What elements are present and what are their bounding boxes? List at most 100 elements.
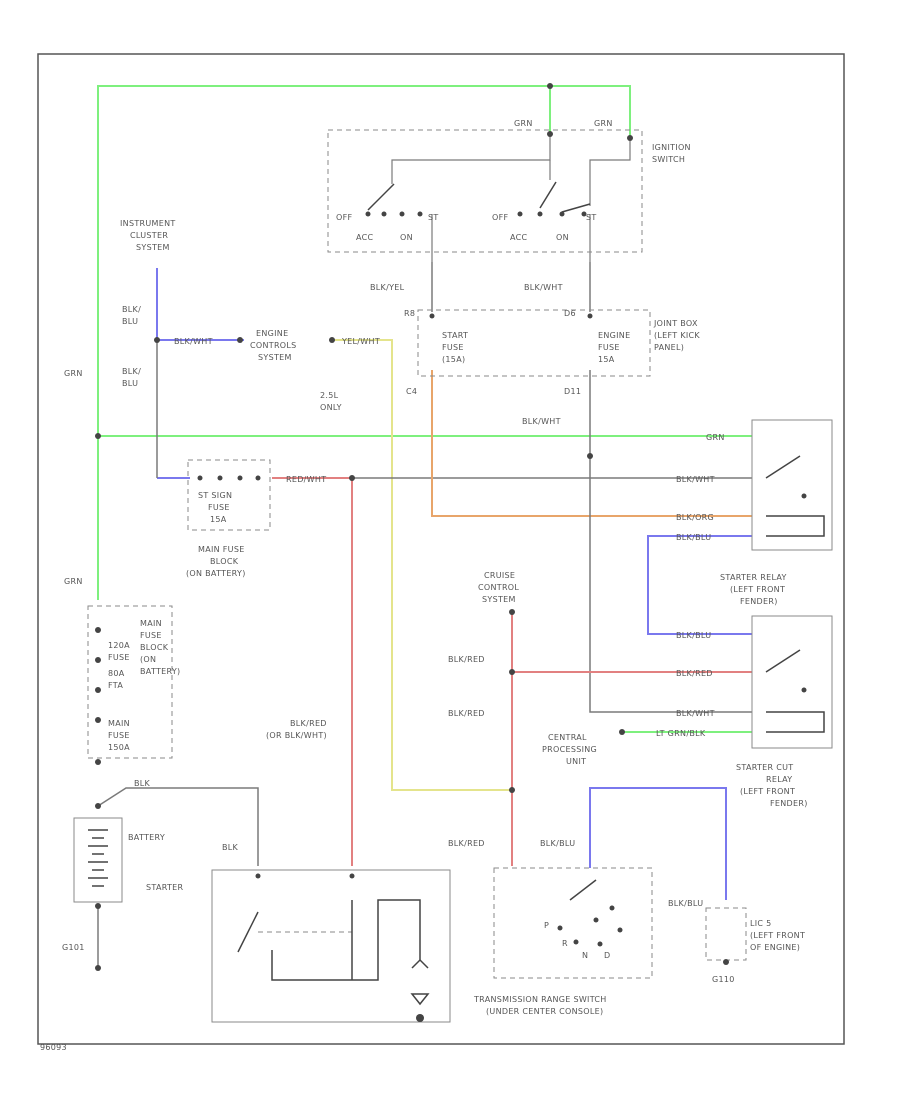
label-startercut-4: FENDER) [770,799,808,808]
label-wire-ltgrn: LT GRN/BLK [656,729,706,738]
label-trans-2: (UNDER CENTER CONSOLE) [486,1007,603,1016]
label-battery: BATTERY [128,833,165,842]
label-trans-1: TRANSMISSION RANGE SWITCH [473,995,607,1004]
label-wire-blkwht1: BLK/WHT [174,337,213,346]
label-c4: C4 [406,387,417,396]
label-wire-yel: YEL/WHT [341,337,380,346]
joint-box [417,309,651,377]
label-fuse120-2: FUSE [108,653,130,662]
label-startercut-3: (LEFT FRONT [740,787,795,796]
label-starterrelay-1: STARTER RELAY [720,573,787,582]
label-d6: D6 [564,309,576,318]
wire-yel [330,339,512,791]
wire-ign-int2 [589,138,631,206]
label-cluster-3: SYSTEM [136,243,170,252]
starter-relay-switch [765,455,825,537]
label-startercut-2: RELAY [766,775,793,784]
label-st1: ST [428,213,439,222]
label-enginefuse-2: FUSE [598,343,620,352]
label-mainfuse-1: MAIN FUSE [198,545,245,554]
label-off2: OFF [492,213,508,222]
st-sign-fuse-contacts [197,475,261,481]
label-blkwht-mid: BLK/WHT [522,417,561,426]
label-fig-id: 96093 [40,1043,67,1052]
wire-ign-int [391,134,551,184]
label-acc1: ACC [356,233,374,242]
label-blkwht-top: BLK/WHT [524,283,563,292]
label-cpu-2: PROCESSING [542,745,597,754]
label-grn-2: GRN [594,119,613,128]
label-engine-3: SYSTEM [258,353,292,362]
label-wire-blkred-relay2: BLK/RED [676,669,713,678]
label-fuse80-1: 80A [108,669,125,678]
starter-relay-box [751,419,833,551]
label-blk-starter: BLK [222,843,239,852]
label-cruise-3: SYSTEM [482,595,516,604]
label-startfuse-2: FUSE [442,343,464,352]
label-blkred-1: BLK/RED [448,655,485,664]
label-wire-blkblu1: BLK/BLU [676,533,711,542]
label-joint-2: (LEFT KICK [654,331,700,340]
label-wire-blkwht-relay2: BLK/WHT [676,709,715,718]
st-sign-fuse-box [187,459,271,531]
label-fusemain-1: MAIN [108,719,130,728]
label-lic-2: (LEFT FRONT [750,931,805,940]
label-mfb2-2: FUSE [140,631,162,640]
label-wire-blkorg: BLK/ORG [676,513,714,522]
label-startercut-1: STARTER CUT [736,763,793,772]
main-fuse-block-left [87,605,173,759]
lic-box [705,907,747,961]
label-acc2: ACC [510,233,528,242]
label-starterrelay-2: (LEFT FRONT [730,585,785,594]
label-cyl-2: ONLY [320,403,342,412]
label-blkred-4: BLK/RED [448,839,485,848]
label-stsign-3: 15A [210,515,227,524]
label-grn-left: GRN [64,369,83,378]
label-starter: STARTER [146,883,184,892]
label-startfuse-1: START [442,331,468,340]
label-mfb2-4: (ON [140,655,156,664]
label-on1: ON [400,233,413,242]
diagram-frame [37,53,845,1045]
label-g110: G110 [712,975,735,984]
label-engine-2: CONTROLS [250,341,297,350]
label-d: D [604,951,610,960]
label-mfb2-1: MAIN [140,619,162,628]
label-engine-1: ENGINE [256,329,288,338]
transmission-switch-box [493,867,653,979]
label-n: N [582,951,588,960]
label-cpu-3: UNIT [566,757,586,766]
label-blu-1a: BLK/ [122,305,141,314]
label-lic-3: OF ENGINE) [750,943,800,952]
wire-blkwht-down [589,370,752,713]
label-mainfuse-3: (ON BATTERY) [186,569,246,578]
label-g101: G101 [62,943,85,952]
label-ignition-2: SWITCH [652,155,685,164]
label-blkred-3a: BLK/RED [290,719,327,728]
battery-box [73,817,123,903]
label-ignition-1: IGNITION [652,143,691,152]
starter-cut-relay-switch [765,649,825,733]
label-cyl-1: 2.5L [320,391,339,400]
wire-blk-batt [97,787,259,866]
label-r8: R8 [404,309,415,318]
label-cpu-1: CENTRAL [548,733,587,742]
label-blkyel: BLK/YEL [370,283,405,292]
label-r: R [562,939,568,948]
wire-blu-relays [647,535,752,635]
label-blk-top: BLK [134,779,151,788]
label-joint-3: PANEL) [654,343,684,352]
label-starterrelay-3: FENDER) [740,597,778,606]
trans-switch-internals [557,879,623,947]
label-on2: ON [556,233,569,242]
label-fuse80-2: FTA [108,681,123,690]
label-grn-left2: GRN [64,577,83,586]
label-blkred-2: BLK/RED [448,709,485,718]
label-fusemain-3: 150A [108,743,130,752]
label-mfb2-5: BATTERY) [140,667,180,676]
wire-org [431,370,752,517]
ignition-switch-box [327,129,643,253]
label-grn-1: GRN [514,119,533,128]
label-blkred-3b: (OR BLK/WHT) [266,731,327,740]
